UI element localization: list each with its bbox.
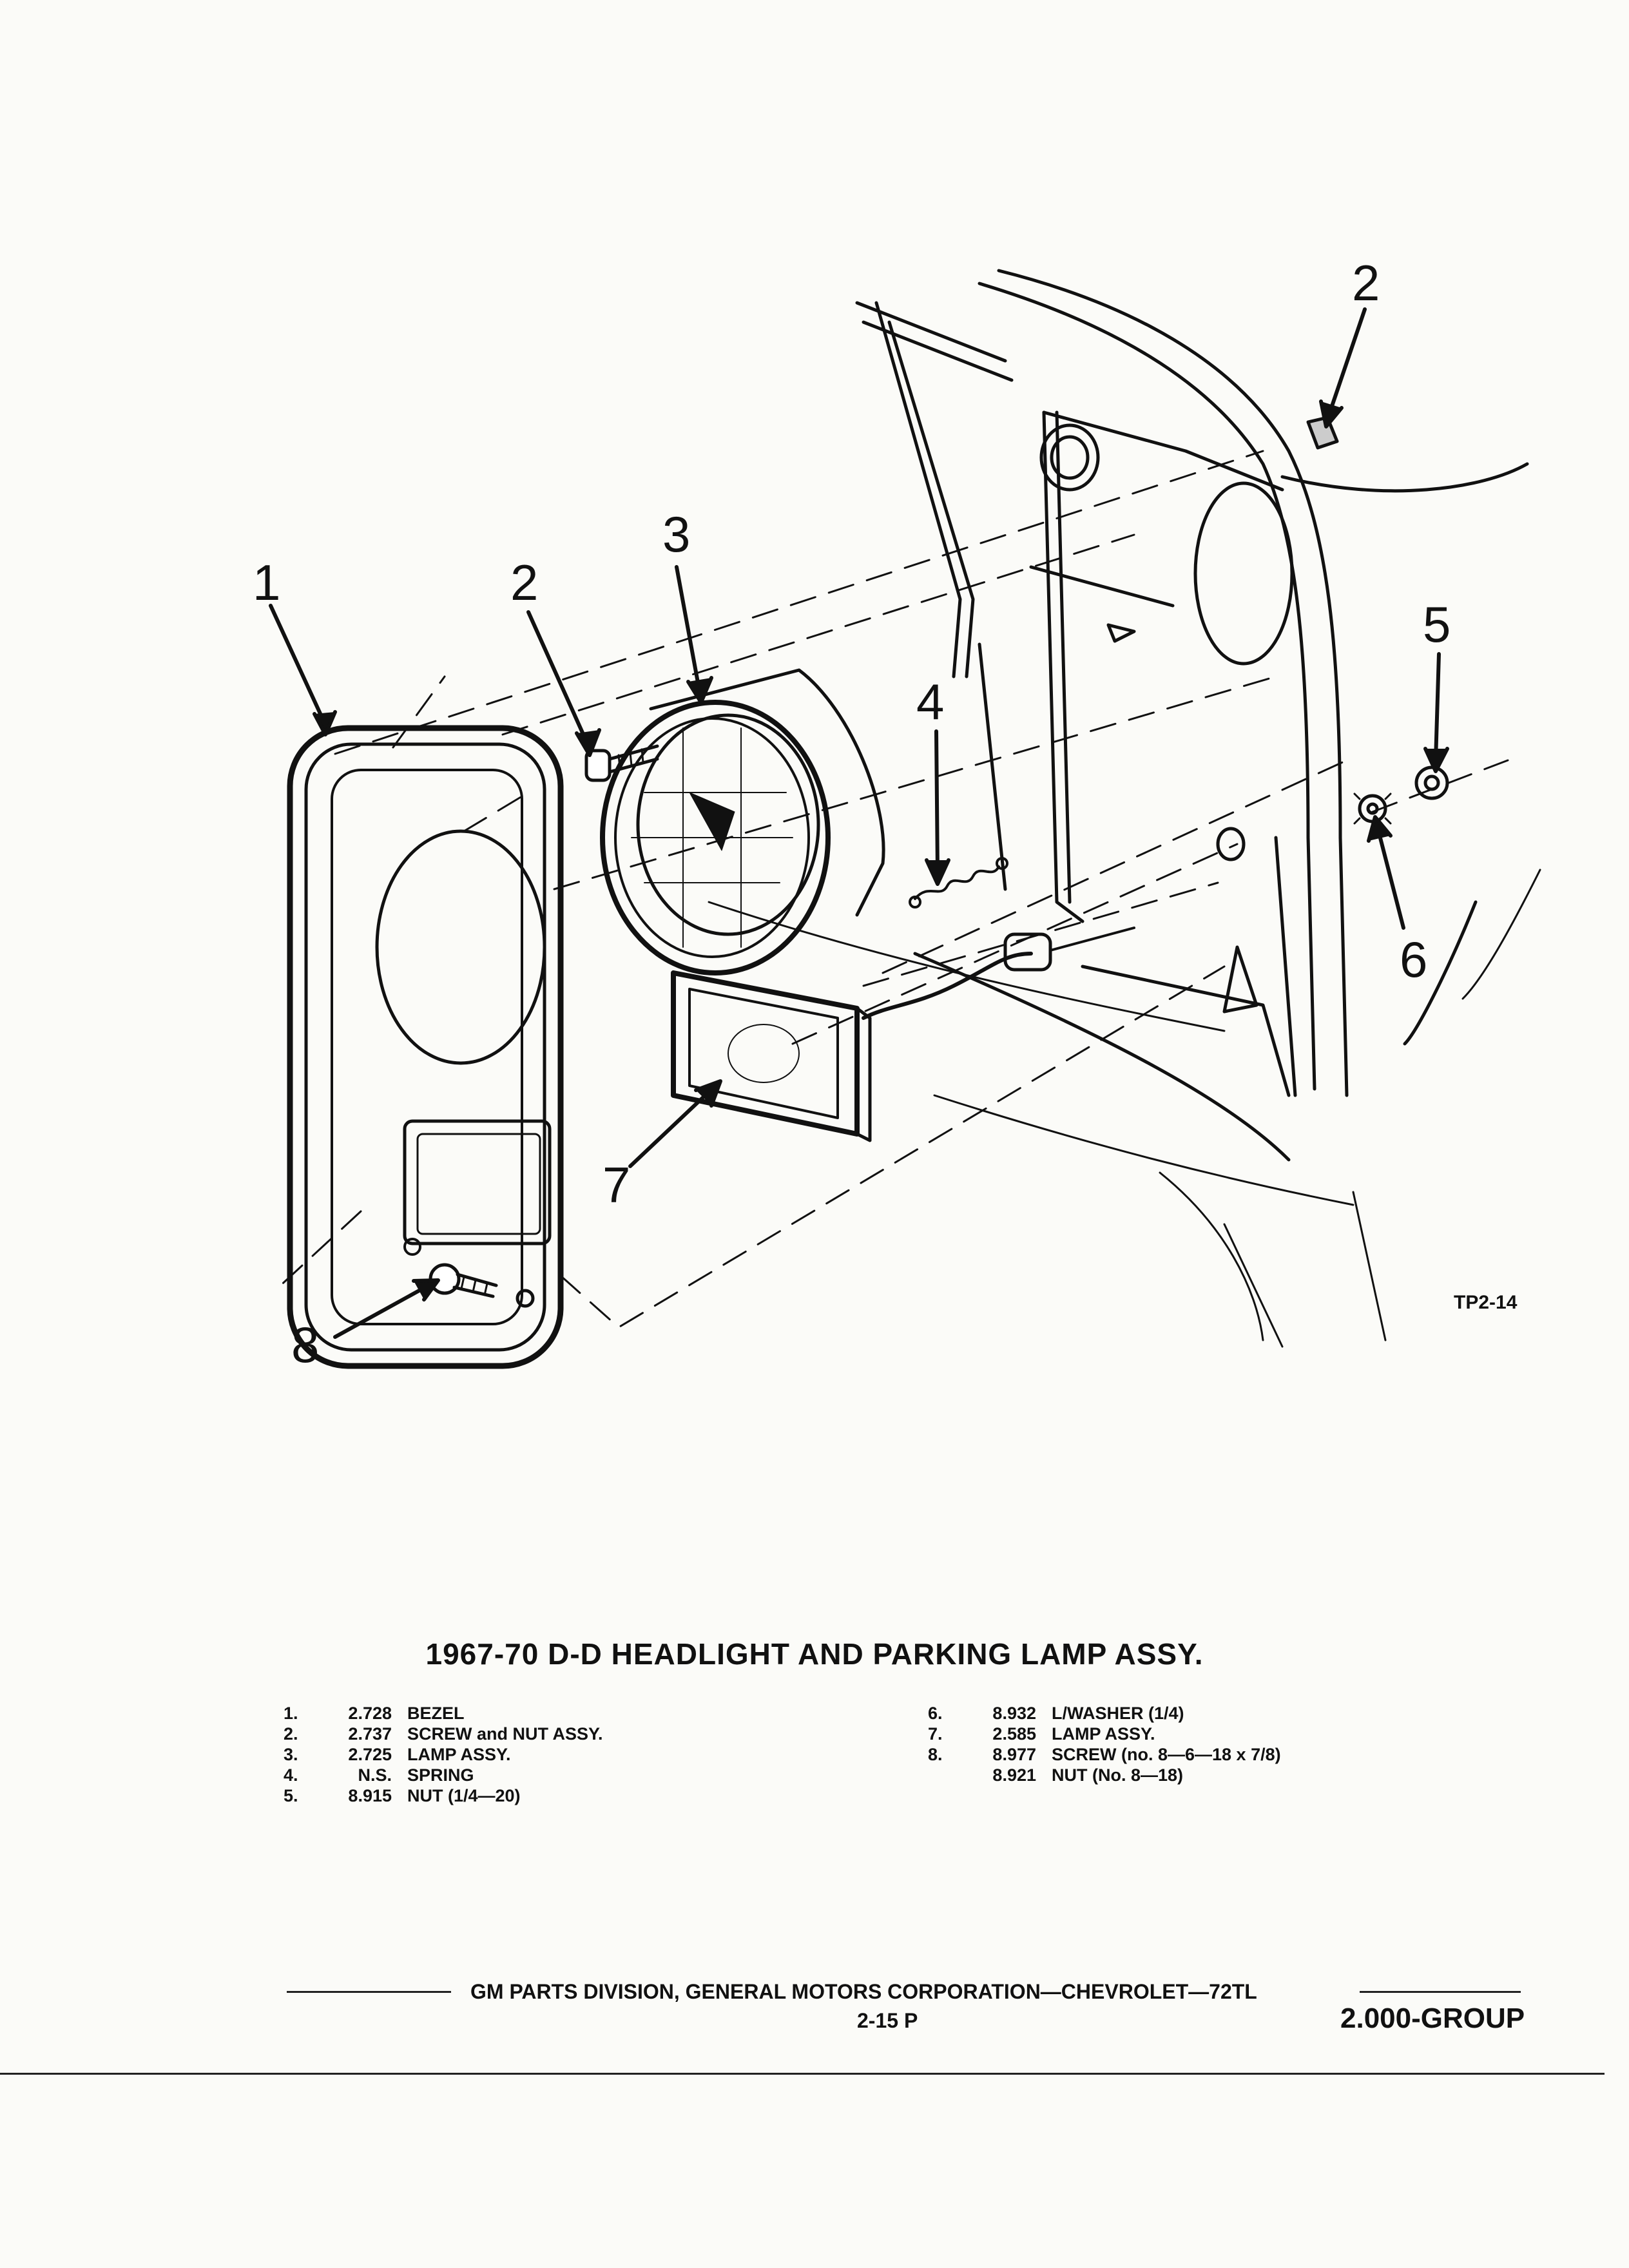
leader-2b [1327,307,1367,418]
callout-8: 8 [291,1316,320,1373]
group-label: 2.000-GROUP [1340,2003,1525,2034]
parts-list-left: 1. 2.728 BEZEL 2. 2.737 SCREW and NUT AS… [284,1703,603,1806]
part-description: NUT (1/4—20) [407,1785,521,1805]
part-code: 8.932 [992,1703,1036,1723]
parts-list-item: 1. 2.728 BEZEL [284,1703,603,1724]
headlamp-part [600,668,885,975]
footer-rule-right [1360,1991,1521,1993]
leader-6 [1376,826,1405,930]
part-description: L/WASHER (1/4) [1052,1703,1184,1723]
page-number: 2-15 P [857,2009,918,2032]
parts-list-item: 4. N.S. SPRING [284,1765,603,1785]
part-description: LAMP ASSY. [1052,1724,1155,1744]
parts-list-item: 8. 8.977 SCREW (no. 8—6—18 x 7/8) [928,1744,1281,1765]
parking-lamp-part [671,927,1135,1142]
leader-5 [1434,652,1441,762]
leader-7 [628,1087,714,1168]
screw-part [584,744,659,782]
part-code: N.S. [358,1765,392,1785]
footer-rule-left [287,1991,451,1993]
part-description: BEZEL [407,1703,465,1723]
parts-list-item: 3. 2.725 LAMP ASSY. [284,1744,603,1765]
part-code: 2.585 [992,1724,1036,1744]
part-description: SPRING [407,1765,474,1785]
nut-part [1414,765,1449,800]
alignment-lines [276,450,1509,1329]
parts-list-right: 6. 8.932 L/WASHER (1/4) 7. 2.585 LAMP AS… [928,1703,1281,1785]
parts-list-item: 5. 8.915 NUT (1/4—20) [284,1785,603,1806]
part-code: 2.737 [348,1724,392,1744]
part-description: SCREW (no. 8—6—18 x 7/8) [1052,1744,1281,1764]
callout-3: 3 [662,506,691,562]
part-number: 2. [284,1724,298,1744]
parts-list-item: 7. 2.585 LAMP ASSY. [928,1724,1281,1744]
fender-panel [708,269,1541,1348]
figure-code: TP2-14 [1454,1292,1518,1313]
part-code: 8.977 [992,1744,1036,1764]
callout-7: 7 [602,1157,631,1213]
parts-list-item: 2. 2.737 SCREW and NUT ASSY. [284,1724,603,1744]
leader-4 [934,729,940,875]
footer-publisher: GM PARTS DIVISION, GENERAL MOTORS CORPOR… [470,1980,1257,2003]
part-code: 2.725 [348,1744,392,1764]
part-number: 8. [928,1744,943,1764]
part-number: 7. [928,1724,943,1744]
callout-4: 4 [916,673,945,730]
part-code: 8.921 [992,1765,1036,1785]
exploded-view-diagram [269,269,1541,1369]
leader-8 [333,1283,430,1339]
page-bottom-rule [0,2073,1605,2075]
part-number: 1. [284,1703,298,1723]
nut-clip-part [1306,416,1339,450]
bezel-screw-part [429,1263,535,1308]
part-number: 6. [928,1703,943,1723]
leader-2a [526,610,590,746]
bezel-part [287,725,564,1369]
lock-washer-part [1353,793,1392,825]
leader-1 [269,604,327,727]
part-number: 4. [284,1765,298,1785]
callout-2: 2 [1352,255,1380,311]
part-description: SCREW and NUT ASSY. [407,1724,603,1744]
callout-5: 5 [1423,596,1451,653]
part-description: LAMP ASSY. [407,1744,511,1764]
part-number: 3. [284,1744,298,1764]
callout-leaders [269,307,1449,1339]
part-code: 2.728 [348,1703,392,1723]
part-number: 5. [284,1785,298,1805]
part-code: 8.915 [348,1785,392,1805]
part-description: NUT (No. 8—18) [1052,1765,1184,1785]
callout-1: 1 [253,554,281,611]
callout-6: 6 [1400,931,1428,988]
diagram-title: 1967-70 D-D HEADLIGHT AND PARKING LAMP A… [425,1637,1204,1671]
parts-list-item: 8.921 NUT (No. 8—18) [928,1765,1281,1785]
callout-2: 2 [510,554,539,611]
spring-part [909,857,1008,908]
leader-3 [675,565,701,691]
parts-list-item: 6. 8.932 L/WASHER (1/4) [928,1703,1281,1724]
